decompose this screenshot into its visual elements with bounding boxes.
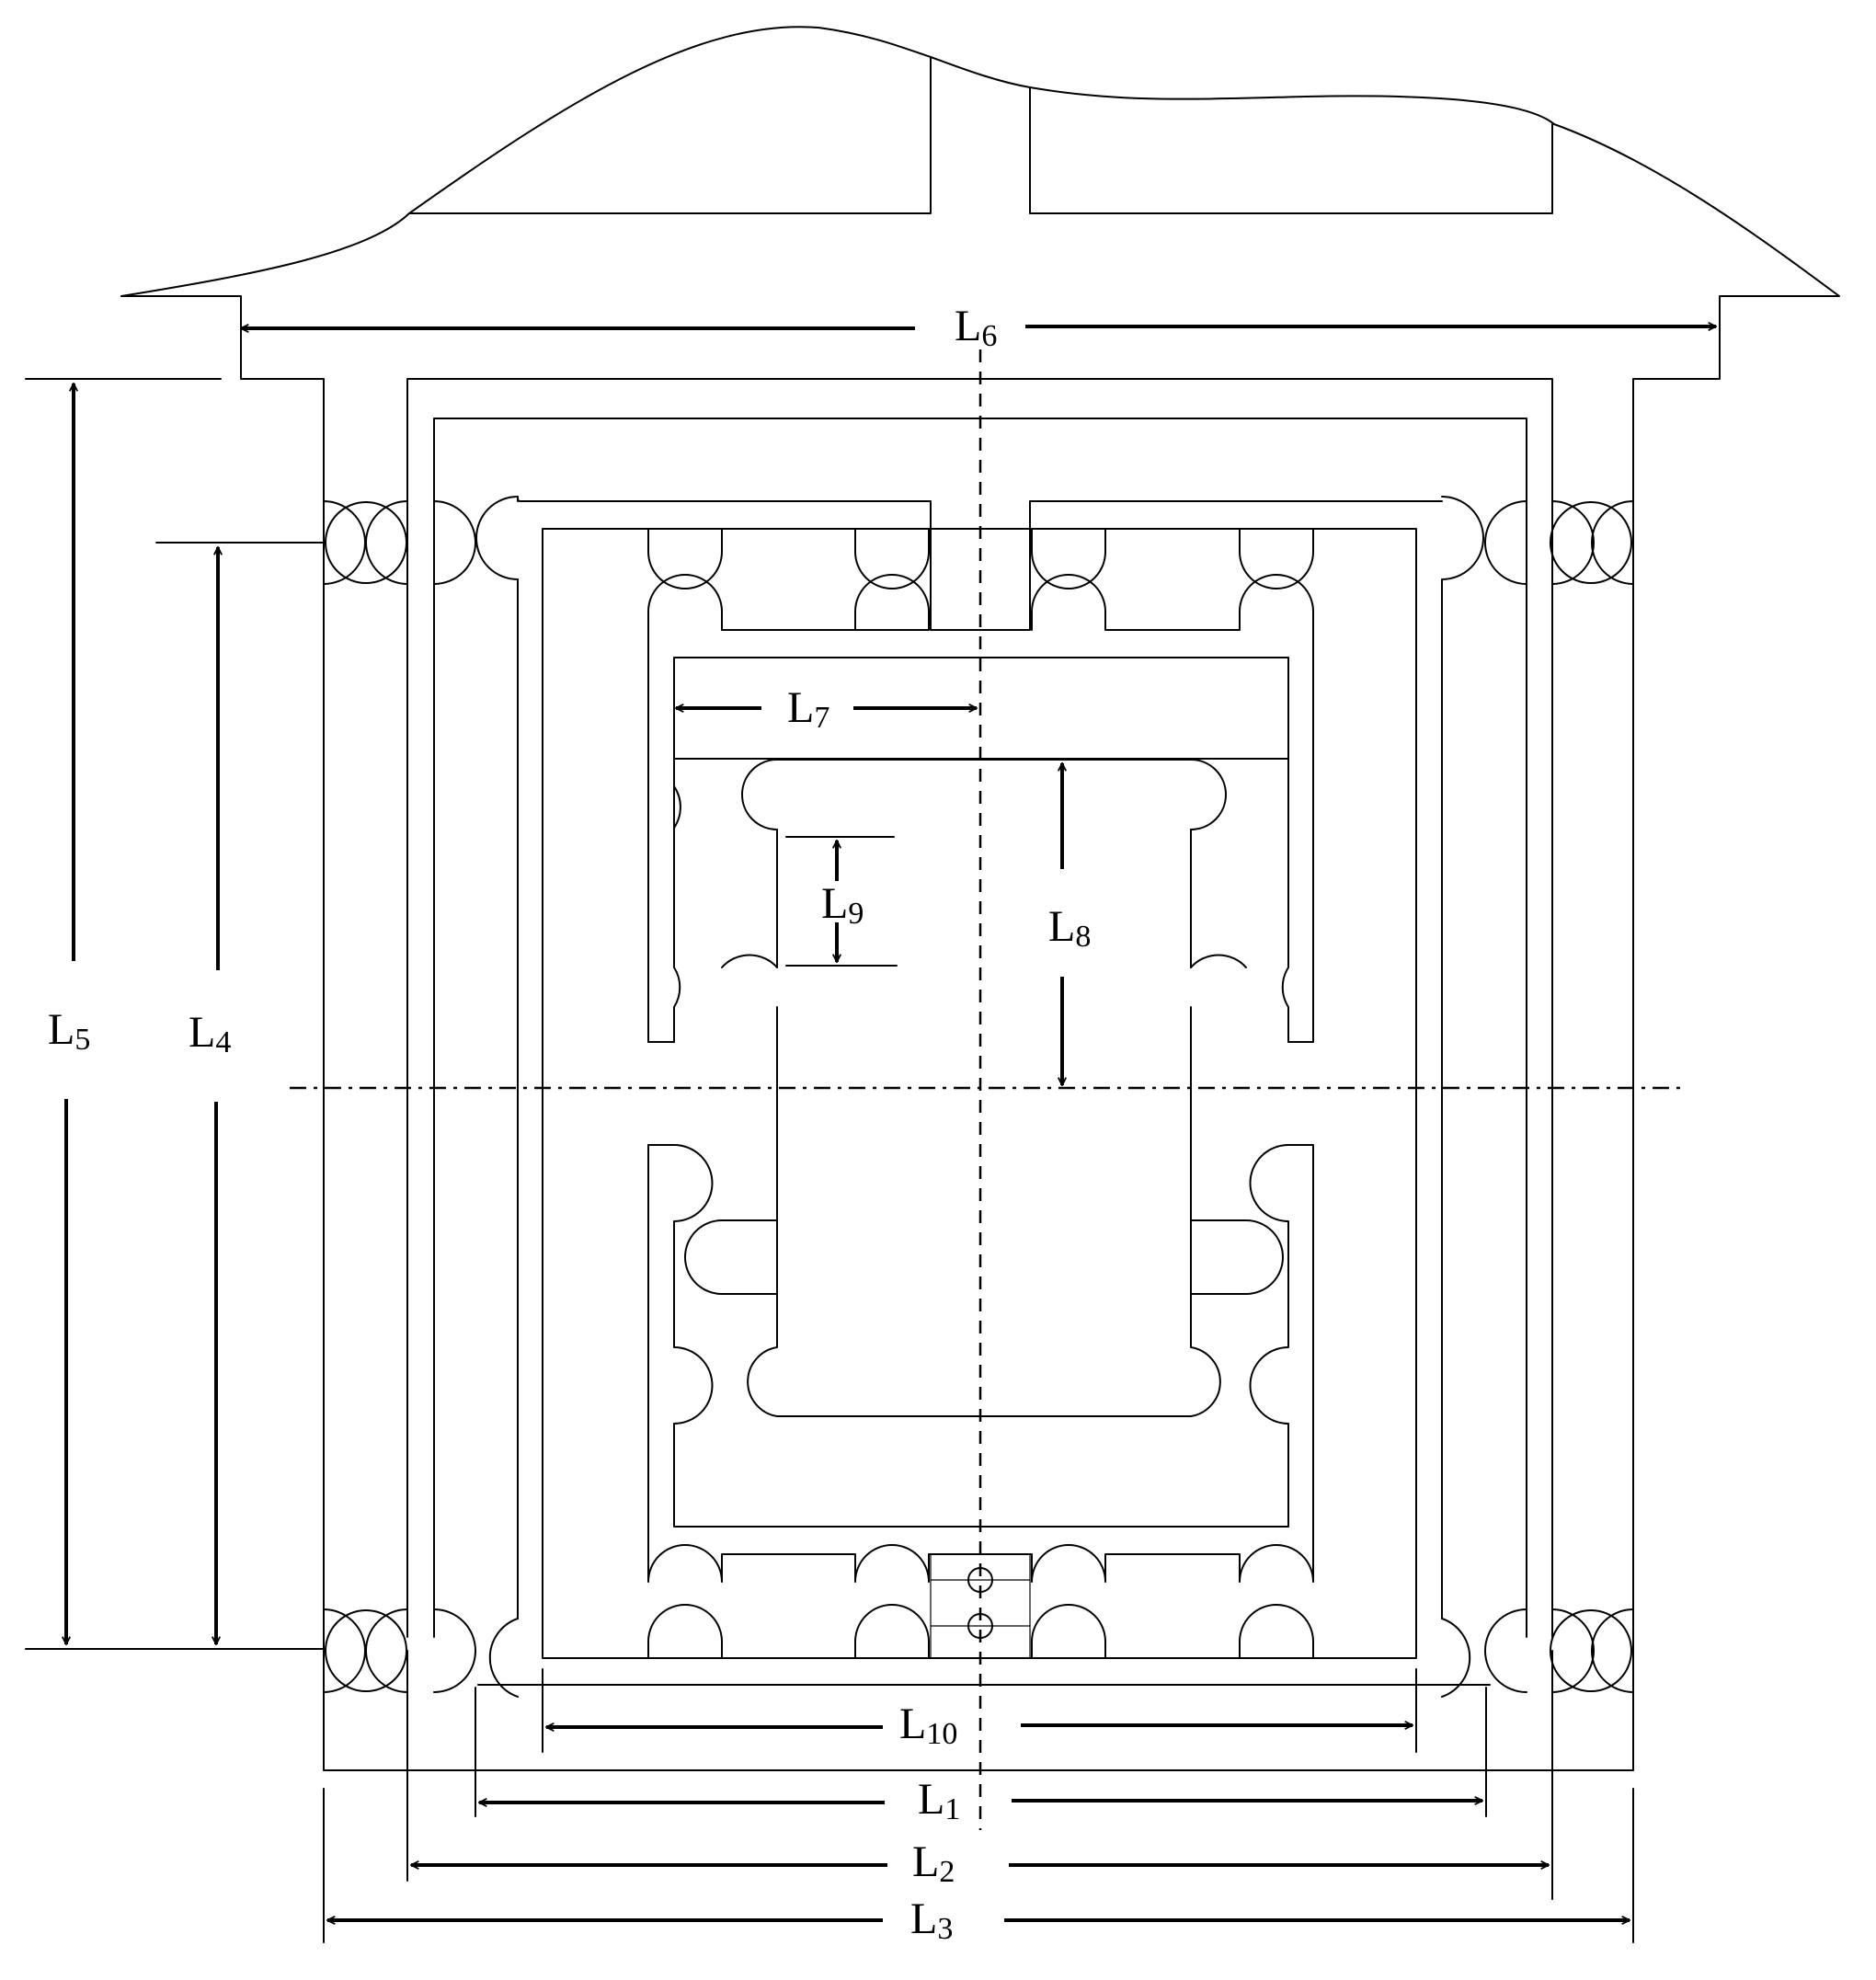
dimension-labels: L6 L5 L4 L7 L8 L9 L10 L1 L2 L3 xyxy=(48,302,1091,1946)
label-l6: L6 xyxy=(955,302,997,353)
door-panel xyxy=(477,496,1443,1686)
dimension-arrows xyxy=(66,326,1716,1920)
roof xyxy=(120,26,1840,380)
extension-lines xyxy=(25,378,1634,1943)
label-l9: L9 xyxy=(821,879,864,931)
inner-panel xyxy=(647,528,1314,1043)
label-l3: L3 xyxy=(910,1894,953,1946)
frame xyxy=(323,378,1634,1771)
label-l8: L8 xyxy=(1048,902,1091,954)
label-l5: L5 xyxy=(48,1005,90,1057)
label-l1: L1 xyxy=(918,1775,960,1826)
frame-lobes xyxy=(323,496,1634,1698)
label-l4: L4 xyxy=(189,1008,231,1059)
center-piece xyxy=(647,759,1314,1551)
label-l2: L2 xyxy=(912,1837,955,1889)
center-lines xyxy=(290,349,1683,1830)
label-l7: L7 xyxy=(787,683,829,735)
label-l10: L10 xyxy=(899,1700,957,1751)
